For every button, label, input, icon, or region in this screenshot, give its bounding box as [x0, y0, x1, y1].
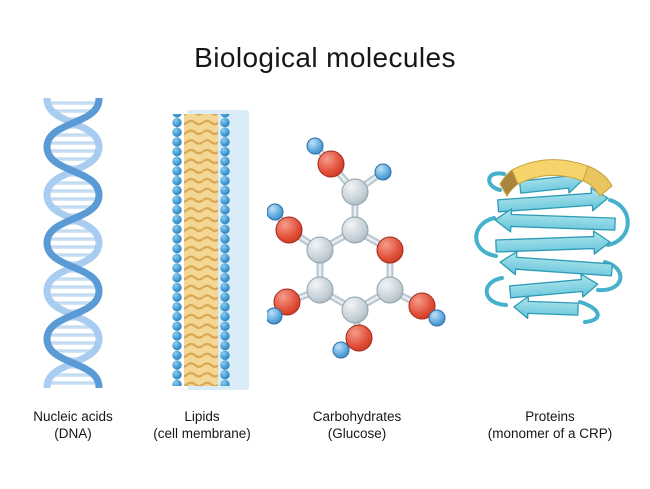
page-title: Biological molecules [194, 42, 456, 73]
beta-strand-arrows [494, 170, 616, 320]
carbohydrates-figure [266, 130, 448, 362]
carbon-atom [306, 236, 334, 264]
carbon-atom [341, 216, 369, 244]
caption-name: Nucleic acids [33, 409, 113, 424]
helix-ribbon-right [582, 165, 613, 197]
caption-lipids: Lipids (cell membrane) [127, 408, 277, 442]
caption-name: Carbohydrates [312, 409, 402, 424]
caption-qualifier: (cell membrane) [153, 426, 251, 441]
caption-nucleic-acids: Nucleic acids (DNA) [0, 408, 148, 442]
carbon-atom [341, 296, 369, 324]
oxygen-atom [345, 324, 373, 352]
carbon-atoms [306, 178, 404, 324]
alpha-helix-ribbon [499, 159, 613, 197]
carbon-atom [341, 178, 369, 206]
oxygen-atom [273, 288, 301, 316]
hydrogen-atom [267, 307, 283, 325]
protein-illustration [474, 159, 630, 324]
caption-qualifier: (Glucose) [327, 426, 387, 441]
beta-strand-arrow [494, 208, 616, 233]
caption-carbohydrates: Carbohydrates (Glucose) [272, 408, 442, 442]
hydrogen-atom [332, 341, 350, 359]
caption-name: Proteins [525, 409, 575, 424]
caption-qualifier: (monomer of a CRP) [487, 426, 613, 441]
oxygen-atom [408, 292, 436, 320]
beta-strand-arrow [499, 251, 613, 277]
beta-strand-arrow [513, 295, 579, 320]
caption-proteins: Proteins (monomer of a CRP) [455, 408, 645, 442]
oxygen-atoms [273, 150, 436, 352]
caption-qualifier: (DNA) [54, 426, 92, 441]
lipids-figure [170, 108, 252, 392]
lipid-heads-right [219, 114, 231, 386]
glucose-molecule-illustration [267, 137, 446, 359]
hydrogen-atom [306, 137, 324, 155]
hydrogen-atom [428, 309, 446, 327]
beta-strand-arrow [508, 273, 599, 299]
oxygen-atom [275, 216, 303, 244]
carbon-atom [376, 276, 404, 304]
oxygen-atom [376, 236, 404, 264]
beta-strand-arrow [495, 230, 611, 255]
proteins-figure [458, 150, 642, 337]
dna-illustration [37, 98, 109, 388]
caption-name: Lipids [184, 409, 220, 424]
lipid-bilayer-illustration [171, 110, 249, 390]
hydrogen-atoms [267, 137, 446, 359]
lipid-heads-left [171, 114, 183, 386]
hydrogen-atom [374, 163, 392, 181]
hydrogen-atom [267, 203, 284, 221]
carbon-atom [306, 276, 334, 304]
lipid-tails [184, 114, 218, 386]
nucleic-acids-figure [28, 98, 118, 390]
beta-strand-arrow [497, 187, 609, 213]
oxygen-atom [317, 150, 345, 178]
